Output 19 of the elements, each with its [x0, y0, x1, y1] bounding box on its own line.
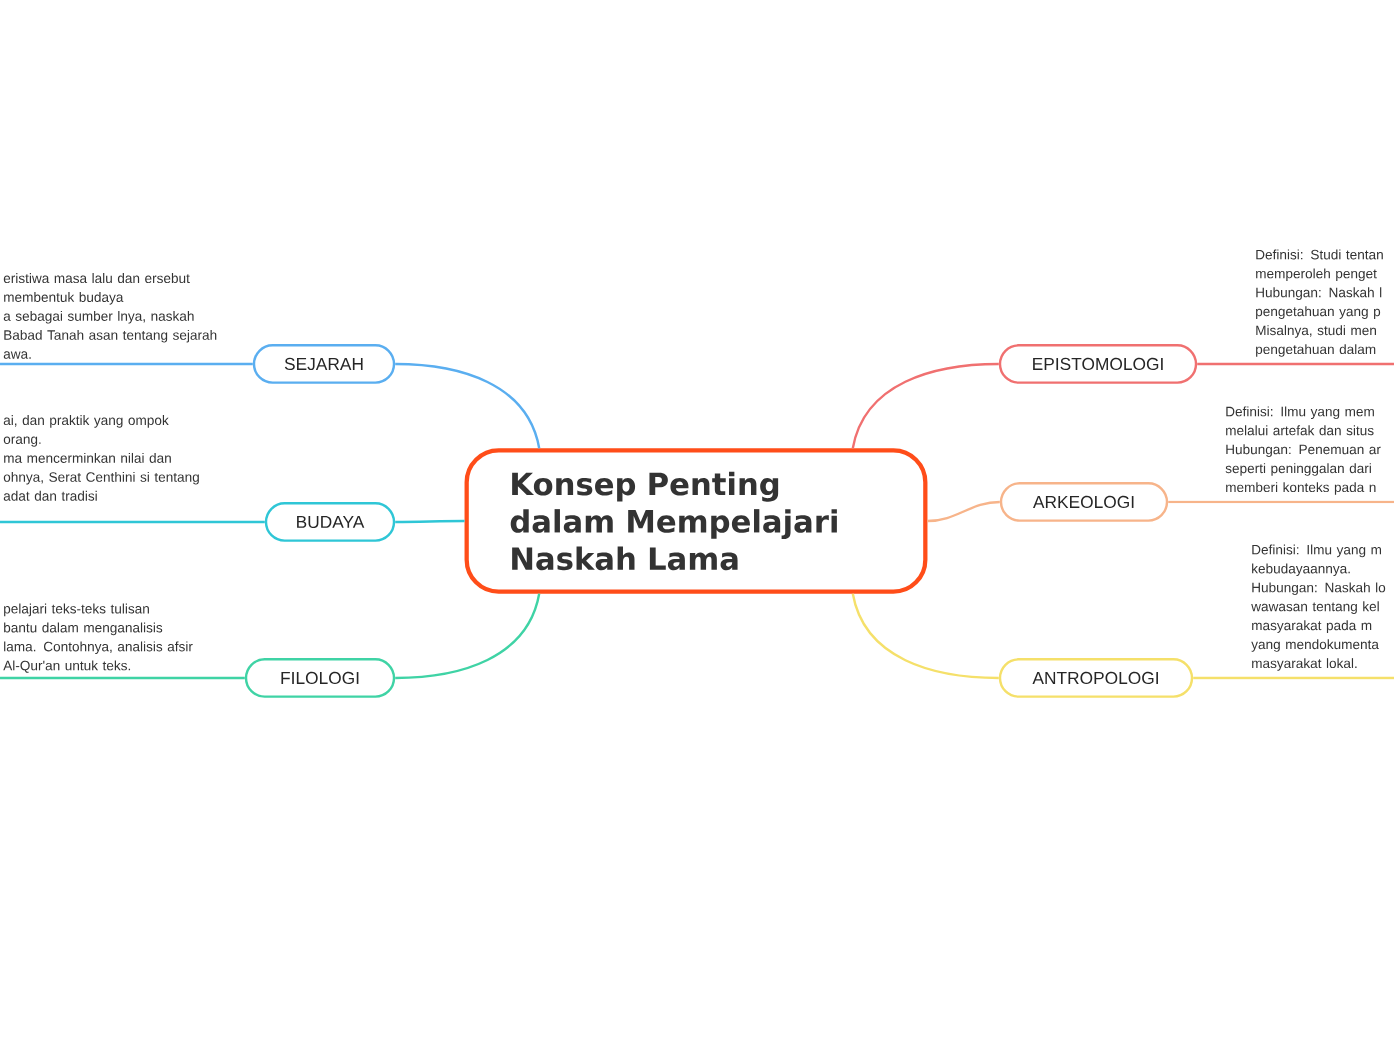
topic-box: BUDAYA: [264, 502, 396, 542]
connector-line: [851, 593, 999, 680]
topic-box: SEJARAH: [252, 344, 396, 384]
central-topic-box: Konsep Penting dalam Mempelajari Naskah Lama: [464, 448, 928, 594]
connector-line: [0, 362, 253, 366]
connector-line: [395, 593, 541, 680]
connector-line: [395, 362, 541, 449]
connector-line: [395, 519, 465, 524]
connector-line: [851, 362, 999, 449]
topic-box: EPISTOMOLOGI: [998, 344, 1198, 384]
connector-line: [1197, 362, 1394, 366]
connector-line: [0, 676, 245, 680]
topic-box: ARKEOLOGI: [999, 482, 1169, 522]
connector-line: [0, 520, 265, 524]
topic-box: FILOLOGI: [244, 658, 396, 698]
connector-line: [927, 500, 1000, 523]
connector-line: [1193, 676, 1394, 680]
connector-line: [1168, 500, 1394, 504]
topic-box: ANTROPOLOGI: [998, 658, 1194, 698]
